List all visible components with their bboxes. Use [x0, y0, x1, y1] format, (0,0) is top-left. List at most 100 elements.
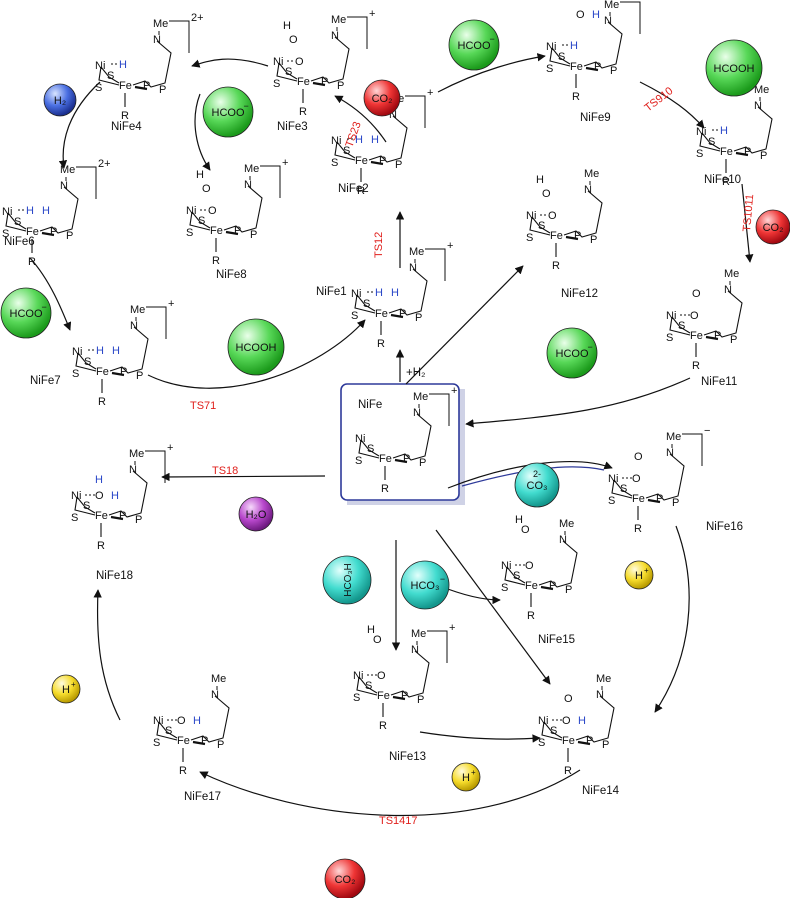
sulfur-atom: S	[538, 737, 545, 749]
sulfur-atom: S	[72, 368, 79, 380]
formyl-h: H	[196, 169, 204, 181]
nickel-atom: Ni	[546, 41, 556, 53]
label-nife18: NiFe18	[96, 570, 133, 582]
superscript-minus: −	[244, 101, 249, 111]
nickel-atom: Ni	[2, 206, 12, 218]
phosphorus-atom: P	[590, 234, 597, 246]
nickel-atom: Ni	[95, 60, 105, 72]
label-nife1: NiFe1	[316, 286, 347, 298]
iron-atom: Fe	[632, 493, 645, 505]
sulfur-atom: S	[620, 483, 627, 495]
iron-atom: Fe	[375, 308, 388, 320]
nickel-atom: Ni	[353, 670, 363, 682]
charge-plus: +	[449, 622, 455, 634]
nitrogen-atom: N	[409, 262, 417, 274]
methyl-group: Me	[409, 246, 424, 258]
nickel-atom: Ni	[666, 310, 676, 322]
proton-h: H	[42, 205, 50, 217]
arrow-nife-to-nife14	[435, 529, 551, 685]
methyl-group: Me	[244, 163, 259, 175]
nickel-atom: Ni	[273, 56, 283, 68]
iron-atom: Fe	[379, 453, 392, 465]
hplus-ball-1: H+	[624, 560, 654, 590]
methyl-group: Me	[596, 673, 611, 685]
sulfur-atom: S	[285, 66, 292, 78]
arrow-nife-to-nife18	[161, 472, 326, 482]
sulfur-atom: S	[95, 82, 102, 94]
r-group: R	[28, 256, 36, 268]
label-nife2: NiFe2	[338, 183, 369, 195]
arrow-nife11-to-nife	[465, 377, 691, 428]
sulfur-atom: S	[696, 148, 703, 160]
phosphorus-atom: P	[672, 497, 679, 509]
superscript-plus: +	[71, 680, 76, 689]
label-nife14: NiFe14	[582, 785, 620, 797]
charge-minus: −	[704, 425, 710, 437]
oxygen-atom: O	[202, 183, 211, 195]
ts-ts1011: TS1011	[741, 194, 756, 233]
sulfur-atom: S	[558, 51, 565, 63]
ts-ts18: TS18	[212, 465, 238, 477]
r-group: R	[299, 106, 307, 118]
sulfur-atom: S	[153, 737, 160, 749]
arrow-nife4-to-nife6	[58, 81, 101, 169]
reagent-text: HCOOH	[714, 63, 755, 75]
phosphorus-atom: P	[50, 226, 57, 238]
hydride-h: H	[720, 125, 728, 137]
charge-plus: +	[369, 8, 375, 20]
oxygen-atom: O	[525, 560, 534, 572]
nitrogen-atom: N	[153, 34, 161, 46]
label-nife4: NiFe4	[111, 121, 142, 133]
phosphorus-atom: P	[395, 159, 402, 171]
sulfur-atom: S	[501, 582, 508, 594]
label-nife6: NiFe6	[4, 236, 35, 248]
nitrogen-atom: N	[244, 179, 252, 191]
oxygen-atom: O	[208, 205, 217, 217]
nitrogen-atom: N	[413, 407, 421, 419]
iron-atom: Fe	[210, 225, 223, 237]
nitrogen-atom: N	[411, 644, 419, 656]
arrow-nife-to-nife12	[405, 265, 524, 385]
hydride-h: H	[26, 205, 34, 217]
reagent-text: HCOOH	[236, 342, 277, 354]
arrow-nife14-to-nife17	[199, 769, 581, 817]
charge-plus: +	[167, 442, 173, 454]
phosphorus-atom: P	[594, 61, 601, 73]
label-nife9: NiFe9	[580, 112, 611, 124]
methyl-group: Me	[724, 268, 739, 280]
iron-atom: Fe	[355, 155, 368, 167]
reagent-text: H	[62, 684, 70, 696]
sulfur-atom: S	[513, 570, 520, 582]
hydroxyl-h: H	[515, 514, 523, 526]
phosphorus-atom: P	[321, 76, 328, 88]
sulfur-atom: S	[367, 443, 374, 455]
arrow-nife17-to-nife18	[93, 589, 121, 721]
label-nife13: NiFe13	[389, 751, 426, 763]
center-label: NiFe	[358, 399, 382, 411]
sulfur-atom: S	[71, 512, 78, 524]
sulfur-atom: S	[550, 725, 557, 737]
arrow-nife2-to-nife3	[334, 95, 387, 143]
reagent-text: CO₂	[763, 222, 784, 234]
sulfur-atom: S	[538, 220, 545, 232]
oxygen-atom: O	[295, 56, 304, 68]
methyl-group: Me	[411, 628, 426, 640]
nickel-atom: Ni	[355, 433, 365, 445]
arrow-nife10-to-nife11	[741, 183, 754, 263]
sulfur-atom: S	[546, 63, 553, 75]
sulfur-atom: S	[331, 157, 338, 169]
reagent-text: H₂O	[246, 509, 267, 521]
hydride-h: H	[355, 134, 363, 146]
nickel-atom: Ni	[331, 135, 341, 147]
hcooh-ball-1: HCOOH	[705, 39, 763, 97]
proton-h: H	[111, 490, 119, 502]
phosphorus-atom: P	[744, 146, 751, 158]
